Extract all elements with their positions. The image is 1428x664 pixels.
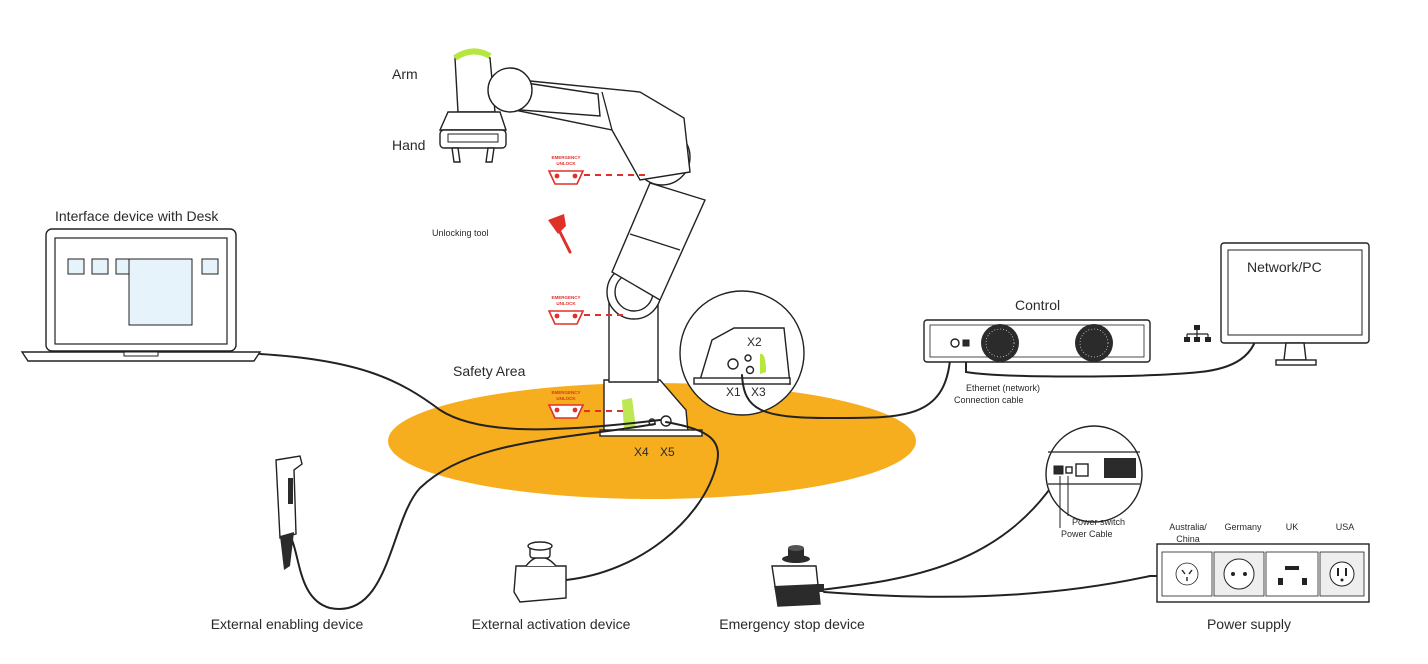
label-external-activation: External activation device [472,616,631,632]
gripper-icon [438,111,507,163]
label-ethernet: Ethernet (network) [966,383,1040,393]
emergency-stop-icon [771,545,824,607]
control-box-icon [923,319,1151,363]
power-strip-icon [1150,543,1370,603]
label-interface-device: Interface device with Desk [55,208,219,224]
emergency-unlock-marker: EMERGENCY UNLOCK [547,155,650,185]
label-power-cable: Power Cable [1061,529,1113,539]
unlocking-tool-icon [548,214,572,254]
connector-x5-label: X5 [660,445,675,459]
plug-label-china: China [1176,534,1200,544]
plug-label-usa: USA [1336,522,1355,532]
plug-label-germany: Germany [1224,522,1262,532]
label-unlocking-tool: Unlocking tool [432,228,489,238]
connector-x4-label: X4 [634,445,649,459]
connector-zoom-circle [679,290,805,416]
connector-x3-label: X3 [751,385,766,399]
safety-area-ellipse [388,383,916,499]
enabling-device-icon [275,455,303,570]
emergency-unlock-text: EMERGENCY [551,390,580,395]
label-emergency-stop: Emergency stop device [719,616,865,632]
emergency-unlock-marker: EMERGENCY UNLOCK [547,295,626,325]
cables [259,343,1255,610]
robot-arm-icon [453,48,706,437]
plug-label-uk: UK [1286,522,1299,532]
emergency-unlock-text: EMERGENCY [551,295,580,300]
plug-label-australia: Australia/ [1169,522,1207,532]
network-icon [1184,325,1211,342]
label-connection-cable: Connection cable [954,395,1024,405]
label-power-supply: Power supply [1207,616,1291,632]
power-switch-zoom-circle [1045,425,1143,528]
label-safety-area: Safety Area [453,363,526,379]
laptop-icon [20,228,262,362]
label-power-switch: Power switch [1072,517,1125,527]
emergency-unlock-text: UNLOCK [556,396,576,401]
emergency-unlock-text: UNLOCK [556,161,576,166]
label-control: Control [1015,297,1060,313]
activation-device-icon [513,541,567,603]
connector-x2-label: X2 [747,335,762,349]
monitor-icon [1220,242,1370,366]
label-network-pc: Network/PC [1247,259,1322,275]
emergency-unlock-text: UNLOCK [556,301,576,306]
label-external-enabling: External enabling device [211,616,364,632]
emergency-unlock-text: EMERGENCY [551,155,580,160]
label-arm: Arm [392,66,418,82]
emergency-unlock-marker: EMERGENCY UNLOCK [547,390,628,419]
label-hand: Hand [392,137,425,153]
connector-x1-label: X1 [726,385,741,399]
